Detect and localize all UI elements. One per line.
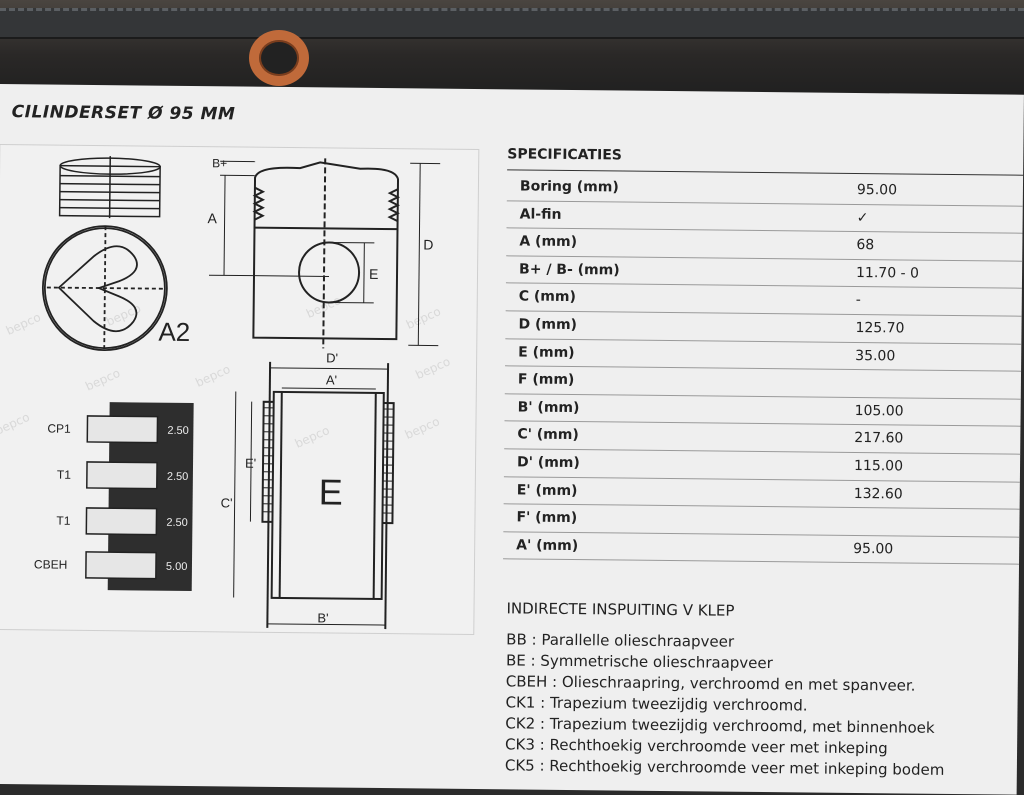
spec-value: 95.00 — [857, 182, 937, 199]
ring-value-3: 2.50 — [166, 517, 188, 529]
watermark-text: bepco — [404, 304, 443, 332]
watermark-text: bepco — [413, 354, 452, 382]
legend-block: INDIRECTE INSPUITING V KLEP BB : Paralle… — [505, 598, 1007, 781]
ring-name-3: T1 — [56, 514, 70, 528]
watermark-text: bepco — [83, 366, 122, 394]
spec-value: 35.00 — [855, 348, 935, 365]
spec-label: B+ / B- (mm) — [519, 261, 620, 278]
spec-label: B' (mm) — [518, 399, 580, 416]
piston-section — [253, 158, 398, 349]
watermark-text: bepco — [193, 362, 232, 390]
spec-label: A' (mm) — [516, 537, 578, 554]
spec-value: - — [856, 292, 936, 309]
watermark-text: bepco — [403, 414, 442, 442]
document-sheet: CILINDERSET Ø 95 MM bepco bepco bepco be… — [0, 84, 1024, 795]
watermark-text: bepco — [293, 423, 332, 451]
dim-e-prime-label: E' — [245, 456, 256, 471]
dim-d-prime-label: D' — [326, 350, 338, 365]
spec-label: D' (mm) — [517, 454, 580, 471]
dim-a-label: A — [208, 210, 218, 226]
ring-name-2: T1 — [57, 468, 71, 482]
legend-title: INDIRECTE INSPUITING V KLEP — [506, 598, 1006, 624]
spec-value — [854, 513, 934, 514]
spec-label: F (mm) — [518, 372, 575, 389]
spec-value: ✓ — [857, 210, 937, 227]
document-title: CILINDERSET Ø 95 MM — [12, 102, 236, 124]
spec-value: 105.00 — [855, 403, 935, 420]
ring-value-2: 2.50 — [167, 471, 189, 483]
spec-value: 217.60 — [854, 430, 934, 447]
drawing-svg: bepco bepco bepco bepco bepco bepco bepc… — [0, 145, 478, 634]
spec-value: 68 — [856, 237, 936, 254]
copper-washer — [249, 30, 309, 86]
piston-sketch — [60, 156, 161, 219]
spec-value: 11.70 - 0 — [856, 265, 936, 282]
dim-b-prime-label: B' — [317, 610, 328, 625]
dim-d-label: D — [423, 236, 433, 252]
tape-strip — [0, 8, 1024, 39]
ring-name-4: CBEH — [34, 557, 67, 571]
legend-item: CK5 : Rechthoekig verchroomde veer met i… — [505, 755, 1005, 781]
spec-label: Al-fin — [520, 206, 562, 222]
spec-value — [855, 375, 935, 376]
spec-label: A (mm) — [519, 234, 577, 251]
ring-value-4: 5.00 — [166, 561, 188, 573]
spec-label: F' (mm) — [516, 510, 577, 527]
watermark-text: bepco — [0, 410, 32, 438]
spec-value: 95.00 — [853, 541, 933, 558]
dim-b-plus-label: B+ — [212, 156, 227, 170]
piston-crown-view — [42, 225, 167, 350]
spec-label: C' (mm) — [517, 427, 579, 444]
spec-value: 115.00 — [854, 458, 934, 475]
specs-heading: SPECIFICATIES — [507, 146, 622, 163]
spec-value: 125.70 — [855, 320, 935, 337]
piston-type-label: A2 — [158, 317, 190, 347]
dim-c-prime-label: C' — [221, 495, 233, 510]
spec-label: C (mm) — [519, 289, 576, 306]
dim-e-label: E — [369, 266, 379, 282]
ring-value-1: 2.50 — [167, 425, 189, 437]
spec-label: E (mm) — [518, 344, 575, 361]
spec-value: 132.60 — [854, 485, 934, 502]
spec-row: A' (mm) 95.00 — [503, 532, 1019, 565]
ring-name-1: CP1 — [47, 422, 71, 436]
watermark-text: bepco — [4, 310, 43, 338]
liner-center-label: E — [319, 471, 343, 512]
dim-a-prime-label: A' — [326, 372, 337, 387]
spec-label: D (mm) — [518, 316, 577, 333]
spec-label: E' (mm) — [517, 482, 578, 499]
spec-label: Boring (mm) — [520, 178, 619, 195]
liner-dimension-lines — [233, 367, 388, 625]
technical-drawing: bepco bepco bepco bepco bepco bepco bepc… — [0, 144, 479, 635]
